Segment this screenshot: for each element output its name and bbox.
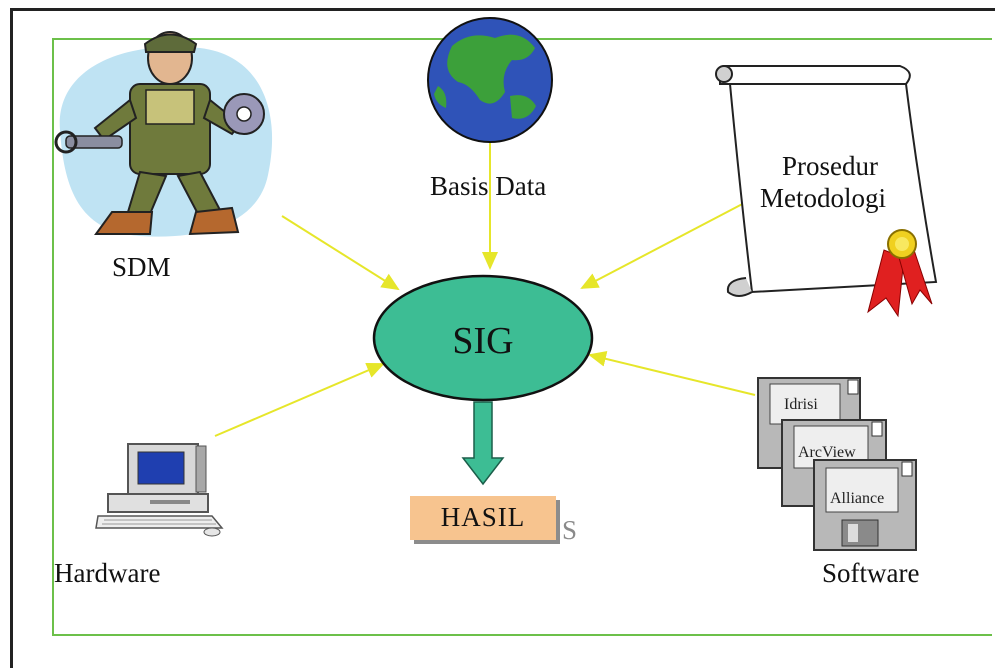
- connector-arrows: [214, 140, 756, 437]
- arrow-sdm-to-sig: [281, 215, 400, 291]
- hasil-suffix: S: [562, 515, 578, 545]
- floppy-disk-icon: [757, 377, 917, 551]
- label-basis-data: Basis Data: [430, 171, 547, 201]
- computer-icon: [95, 443, 224, 537]
- sig-label: SIG: [452, 320, 514, 362]
- disk-label-arcview: ArcView: [798, 444, 856, 461]
- label-sdm: SDM: [112, 252, 171, 282]
- output-arrow: [461, 401, 505, 486]
- outer-frame: [10, 8, 995, 668]
- label-hardware: Hardware: [54, 558, 161, 588]
- label-prosedur-metodologi: Prosedur Metodologi: [760, 150, 886, 214]
- arrow-hardware-to-sig: [214, 362, 385, 437]
- disk-label-alliance: Alliance: [830, 490, 885, 507]
- disk-label-idrisi: Idrisi: [784, 396, 818, 413]
- scroll-icon: [715, 65, 938, 318]
- arrow-prosedur-to-sig: [580, 199, 751, 289]
- label-prosedur-line2: Metodologi: [760, 183, 886, 213]
- hasil-label: HASIL: [440, 502, 526, 532]
- hasil-box: HASIL: [410, 496, 556, 540]
- sig-node: [372, 274, 594, 402]
- arrow-software-to-sig: [588, 350, 756, 396]
- worker-icon: [54, 31, 273, 237]
- label-prosedur-line1: Prosedur: [782, 151, 878, 181]
- globe-icon: [427, 17, 553, 143]
- label-software: Software: [822, 558, 920, 588]
